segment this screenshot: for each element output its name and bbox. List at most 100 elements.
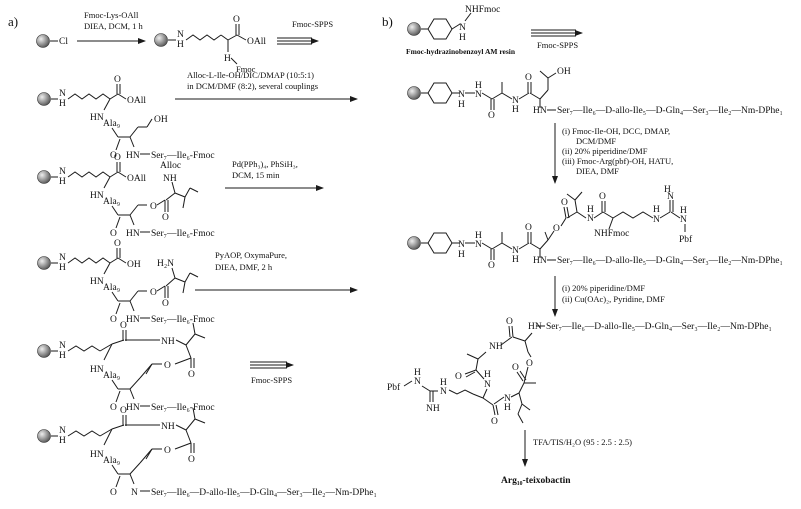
step-a4-line2: DCM, 15 min: [232, 170, 280, 180]
step-b2-line2: DCM/DMF: [576, 136, 616, 146]
atom-o: O: [164, 361, 171, 371]
atom-o: O: [150, 288, 157, 298]
residue-ala9: Ala₉: [103, 371, 120, 381]
atom-h: H: [59, 263, 66, 273]
atom-h: H: [664, 185, 671, 195]
resin-lys-oall: N H O OAll H Fmoc: [154, 15, 266, 74]
panel-b-label: b): [382, 14, 393, 29]
step-a2: Fmoc-SPPS: [277, 19, 333, 45]
atom-hn: HN: [90, 113, 104, 123]
hydroxyl-label: OH: [127, 260, 141, 270]
step-a5-line2: DIEA, DMF, 2 h: [215, 262, 273, 272]
atom-h: H: [504, 403, 511, 413]
atom-n: N: [512, 96, 519, 106]
atom-o: O: [553, 224, 560, 234]
atom-o: O: [162, 299, 169, 309]
resin-bead-icon: [407, 236, 421, 250]
step-b2-line4: (iii) Fmoc-Arg(pbf)-OH, HATU,: [562, 156, 673, 166]
atom-n: N: [59, 167, 66, 177]
hydroxyl-label: OH: [154, 115, 168, 125]
resin-bead-icon: [37, 344, 51, 358]
atom-h: H: [59, 99, 66, 109]
hydroxyl-label: OH: [557, 67, 571, 77]
atom-hn: HN: [90, 365, 104, 375]
atom-n: N: [667, 192, 674, 202]
atom-hn: HN: [126, 315, 140, 325]
atom-nh: NH: [161, 422, 175, 432]
atom-n: N: [475, 240, 482, 250]
atom-h: H: [59, 351, 66, 361]
atom-h: H: [653, 205, 660, 215]
step-a4: Pd(PPh₃)₄, PhSiH₃, DCM, 15 min: [225, 159, 324, 191]
sequence-final: Ser₇—Ile₆—D-allo-Ile₅—D-Gln₄—Ser₃—Ile₂—N…: [151, 488, 377, 498]
atom-o: O: [120, 406, 127, 416]
resin-bead-icon: [36, 34, 50, 48]
atom-h: H: [680, 206, 687, 216]
final-macrocycle-on-resin: N H O NH O O HN Ala₉ O N Ser₇—Ile₆—D-all: [37, 406, 377, 498]
step-a1-reagent: Fmoc-Lys-OAll: [84, 10, 139, 20]
residue-ala9: Ala₉: [103, 197, 120, 207]
atom-hn: HN: [90, 450, 104, 460]
step-a4-line1: Pd(PPh₃)₄, PhSiH₃,: [232, 159, 298, 169]
atom-o: O: [488, 261, 495, 271]
pbf-label: Pbf: [387, 382, 401, 393]
atom-n: N: [680, 215, 687, 225]
atom-o: O: [561, 198, 568, 208]
atom-o: O: [188, 455, 195, 465]
sequence-ser7-ile6: Ser₇—Ile₆-Fmoc: [151, 403, 215, 413]
atom-o: O: [110, 488, 117, 498]
step-a5: PyAOP, OxymaPure, DIEA, DMF, 2 h: [195, 250, 358, 293]
atom-h: H: [475, 81, 482, 91]
atom-o: O: [188, 370, 195, 380]
atom-nh: NH: [161, 337, 175, 347]
atom-o: O: [162, 213, 169, 223]
step-b3: (i) 20% piperidine/DMF (ii) Cu(OAc)₂, Py…: [552, 276, 665, 317]
alloc-label: Alloc: [160, 161, 181, 171]
atom-o: O: [488, 111, 495, 121]
atom-o: O: [512, 363, 519, 373]
step-b2-line5: DIEA, DMF: [576, 166, 619, 176]
atom-o: O: [455, 372, 462, 382]
atom-n: N: [131, 488, 138, 498]
atom-hn: HN: [528, 322, 542, 332]
sequence-ser7-ile6: Ser₇—Ile₆-Fmoc: [151, 315, 215, 325]
atom-n: N: [59, 89, 66, 99]
product-name: Arg₁₀-teixobactin: [501, 476, 571, 486]
chloro-label: Cl: [59, 37, 68, 47]
atom-h: H: [587, 205, 594, 215]
oall-label: OAll: [247, 37, 266, 47]
atom-hn: HN: [90, 277, 104, 287]
atom-n: N: [177, 30, 184, 40]
atom-n: N: [484, 380, 491, 390]
linear-peptide-hydrazide: N H N H O N H O OH HN Ser₇—Ile₆—D-allo-I…: [407, 67, 783, 121]
atom-n: N: [59, 341, 66, 351]
pbf-label: Pbf: [679, 234, 693, 245]
atom-o: O: [164, 446, 171, 456]
atom-o: O: [526, 359, 533, 369]
amine-label: H₂N: [157, 259, 174, 269]
atom-n: N: [414, 377, 421, 387]
atom-h: H: [458, 100, 465, 110]
atom-h: H: [484, 370, 491, 380]
step-b3-line2: (ii) Cu(OAc)₂, Pyridine, DMF: [562, 294, 665, 304]
fmoc-label: Fmoc: [236, 64, 256, 74]
atom-n: N: [440, 387, 447, 397]
atom-h: H: [512, 255, 519, 265]
panel-a-label: a): [8, 14, 18, 29]
atom-o: O: [114, 153, 121, 163]
atom-hn: HN: [533, 106, 547, 116]
step-a3: Alloc-L-Ile-OH/DIC/DMAP (10:5:1) in DCM/…: [175, 70, 358, 102]
step-b1-label: Fmoc-SPPS: [537, 40, 578, 50]
resin-bead-icon: [407, 22, 421, 36]
atom-o: O: [120, 321, 127, 331]
atom-h: H: [475, 231, 482, 241]
atom-h: H: [224, 54, 231, 64]
atom-o: O: [110, 315, 117, 325]
intermediate-2: N H O OAll HN Ala₉ O OH HN Ser₇—Ile₆-Fmo…: [37, 75, 215, 161]
atom-n: N: [458, 90, 465, 100]
atom-o: O: [233, 15, 240, 25]
atom-h: H: [414, 368, 421, 378]
resin-name: Fmoc-hydrazinobenzoyl AM resin: [406, 47, 516, 56]
step-a6-label: Fmoc-SPPS: [251, 375, 292, 385]
